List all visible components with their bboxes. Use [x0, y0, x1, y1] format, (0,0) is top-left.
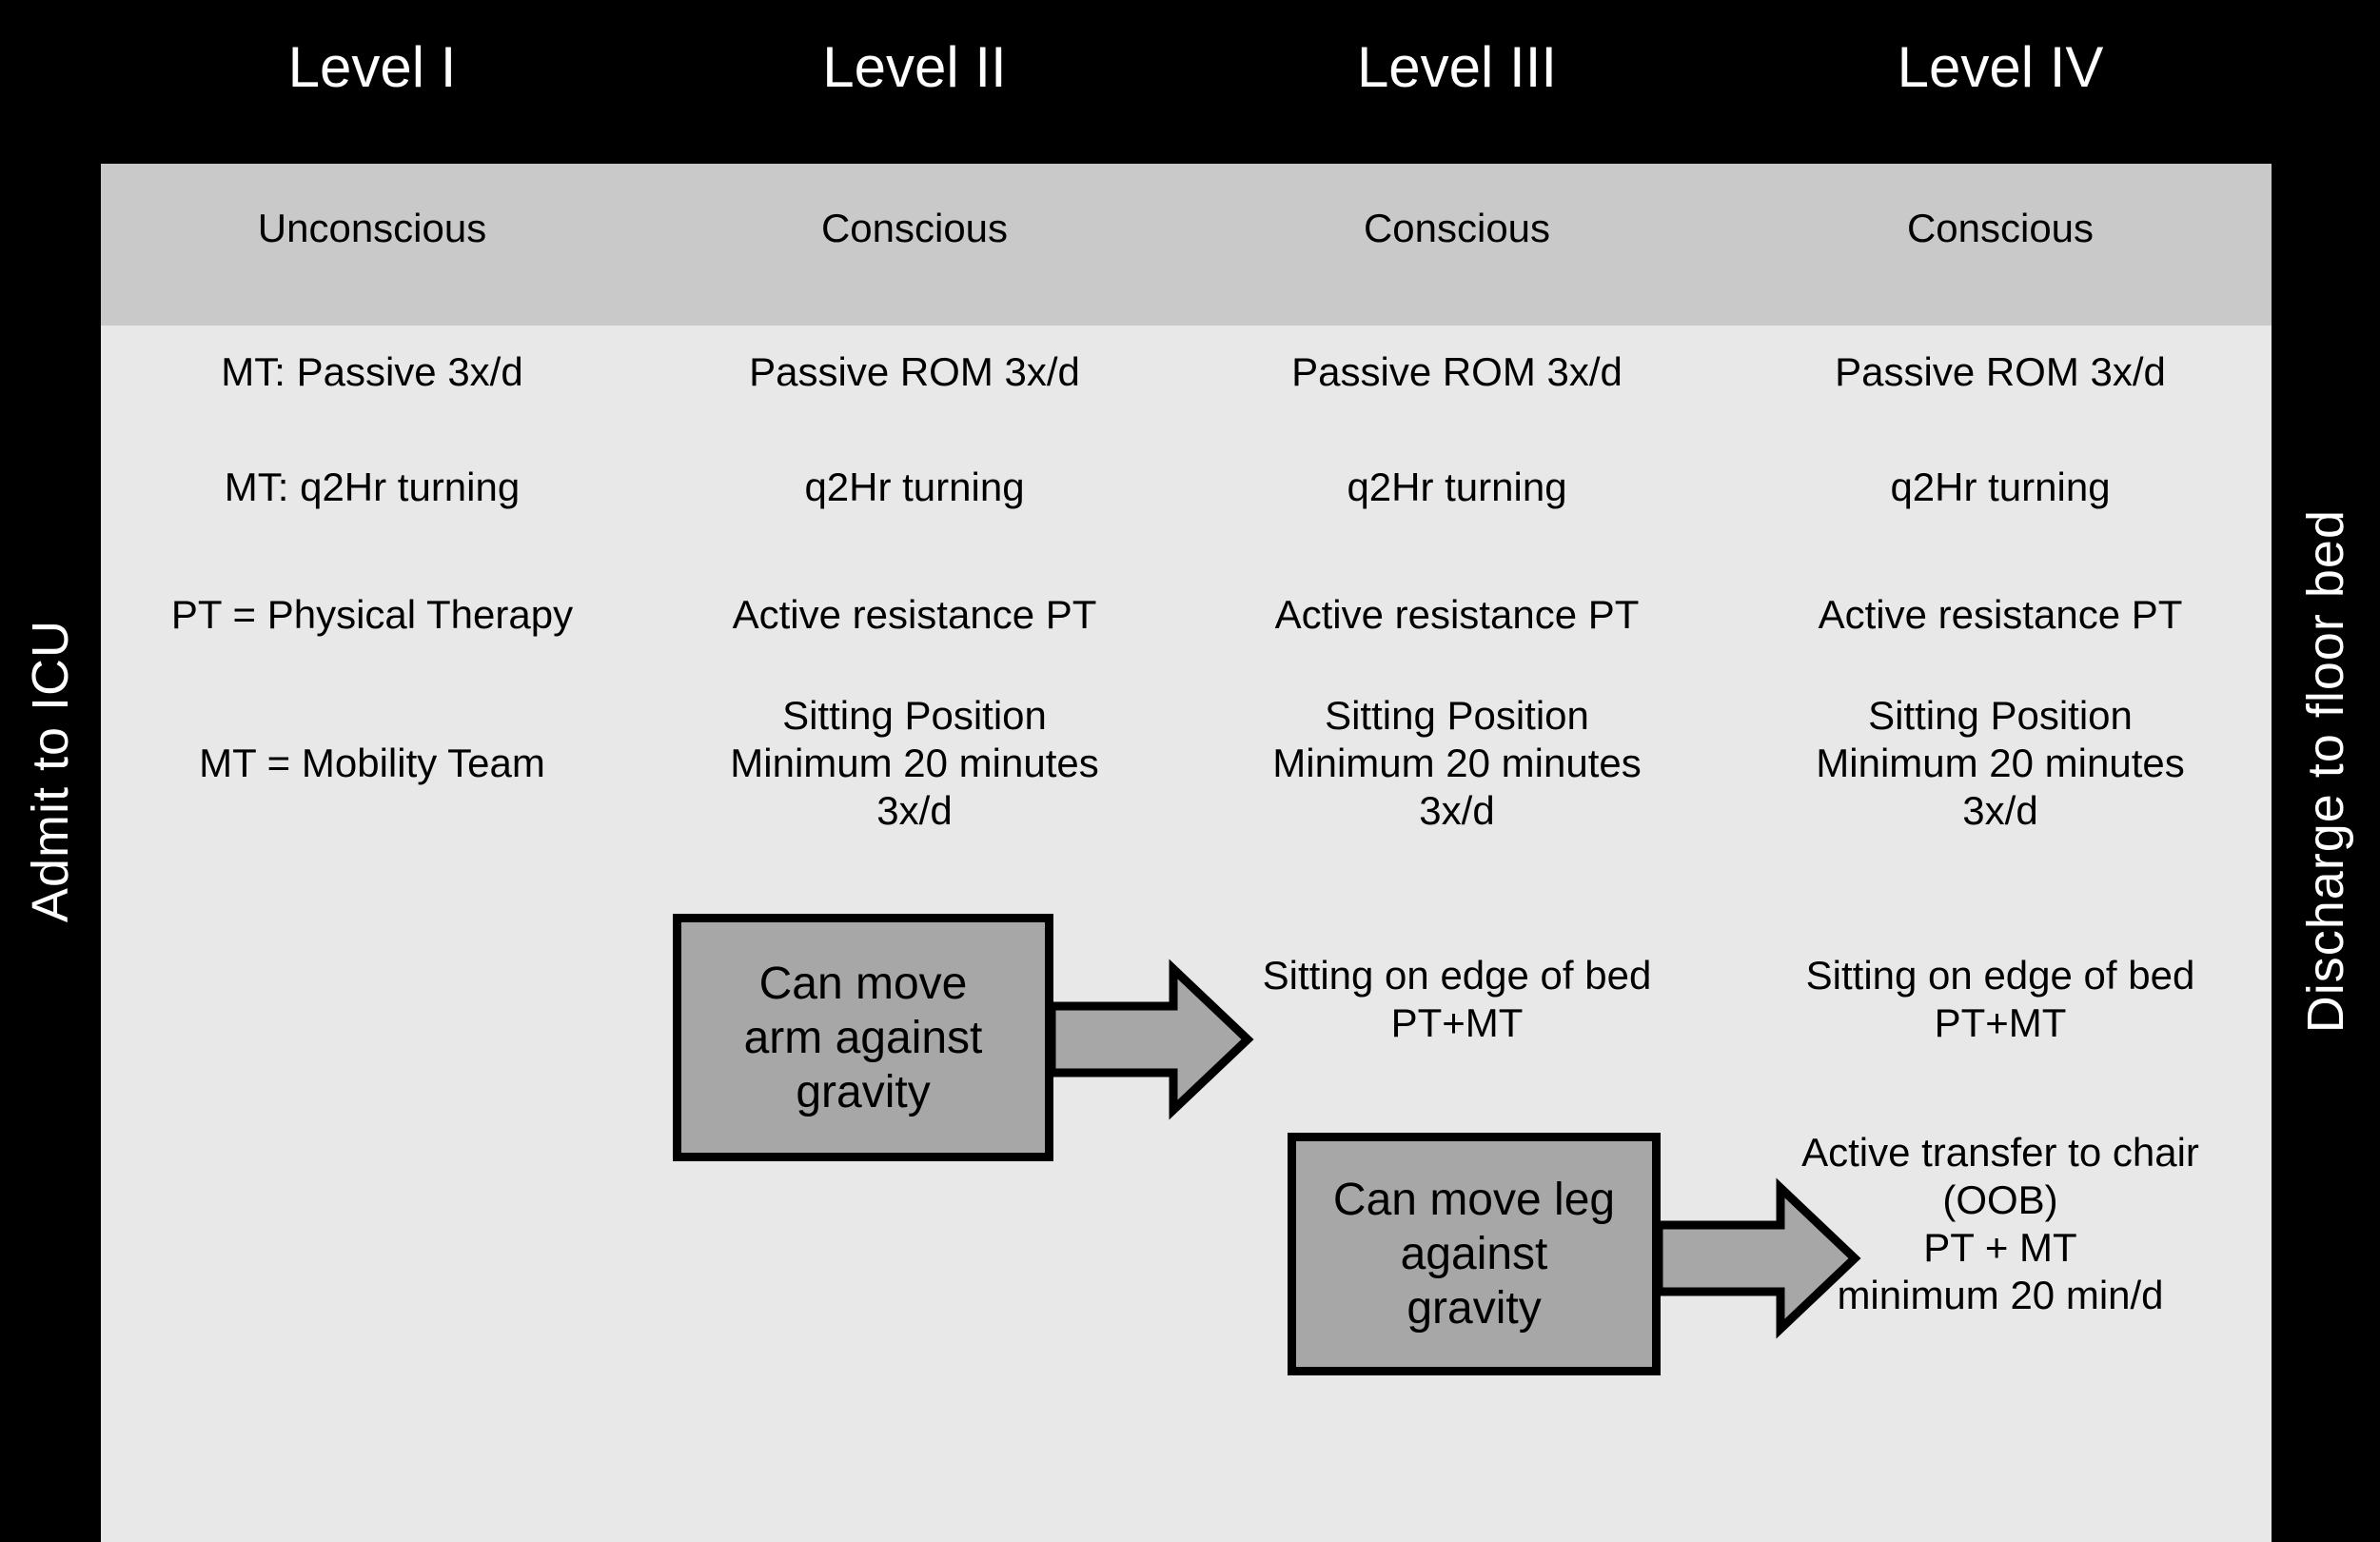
mt-legend-cell: MT = Mobility Team [199, 741, 545, 785]
level1-turning-cell: MT: q2Hr turning [224, 465, 521, 509]
arrow-right-icon [1047, 959, 1254, 1120]
level4-sitting-position-cell: Sitting Position Minimum 20 minutes 3x/d [1816, 693, 2185, 833]
consciousness-level-1: Unconscious [257, 205, 487, 250]
level3-active-resistance-cell: Active resistance PT [1274, 592, 1640, 637]
admit-to-icu-label: Admit to ICU [22, 619, 79, 923]
discharge-sidebar: Discharge to floor bed [2272, 0, 2380, 1542]
consciousness-level-4: Conscious [1906, 205, 2095, 250]
protocol-panel [101, 326, 2272, 1542]
consciousness-band [101, 164, 2272, 326]
pt-legend-cell: PT = Physical Therapy [170, 592, 574, 637]
level3-edge-of-bed-cell: Sitting on edge of bed PT+MT [1262, 953, 1652, 1045]
level2-turning-cell: q2Hr turning [804, 465, 1025, 509]
level2-sitting-position-cell: Sitting Position Minimum 20 minutes 3x/d [730, 693, 1099, 833]
level4-passive-rom-cell: Passive ROM 3x/d [1835, 349, 2166, 394]
level-4-header: Level IV [1897, 34, 2104, 99]
level4-edge-of-bed-cell: Sitting on edge of bed PT+MT [1805, 953, 2195, 1045]
admit-to-icu-sidebar: Admit to ICU [0, 0, 101, 1542]
level2-active-resistance-cell: Active resistance PT [732, 592, 1097, 637]
level-1-header: Level I [287, 34, 457, 99]
level-3-header: Level III [1356, 34, 1558, 99]
level3-sitting-position-cell: Sitting Position Minimum 20 minutes 3x/d [1272, 693, 1642, 833]
can-move-arm-callout-box: Can move arm against gravity [673, 914, 1053, 1161]
discharge-to-floor-bed-label: Discharge to floor bed [2297, 508, 2354, 1034]
level2-passive-rom-cell: Passive ROM 3x/d [749, 349, 1080, 394]
level4-active-resistance-cell: Active resistance PT [1818, 592, 2183, 637]
level-2-header: Level II [822, 34, 1007, 99]
consciousness-level-3: Conscious [1363, 205, 1551, 250]
level3-turning-cell: q2Hr turning [1347, 465, 1567, 509]
level1-passive-cell: MT: Passive 3x/d [221, 349, 523, 394]
level4-active-transfer-cell: Active transfer to chair (OOB) PT + MT m… [1801, 1130, 2199, 1317]
level4-turning-cell: q2Hr turning [1890, 465, 2111, 509]
arrow-right-icon [1654, 1177, 1861, 1339]
level3-passive-rom-cell: Passive ROM 3x/d [1291, 349, 1623, 394]
consciousness-level-2: Conscious [820, 205, 1009, 250]
can-move-leg-callout-box: Can move leg against gravity [1288, 1133, 1661, 1375]
